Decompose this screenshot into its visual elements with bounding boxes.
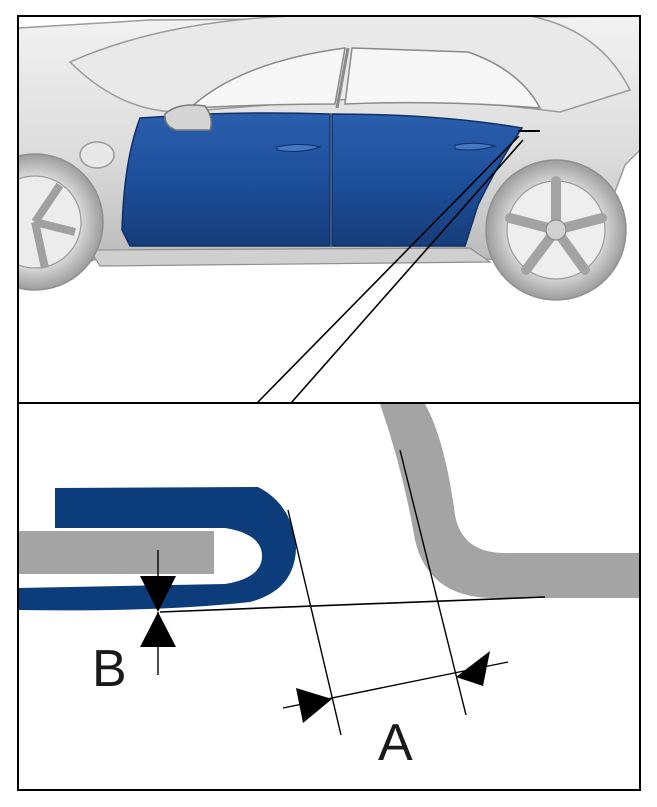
a-arrow-right (456, 651, 490, 686)
b-arrow-down (140, 576, 176, 612)
a-arrow-left (296, 688, 332, 723)
side-mirror (164, 104, 212, 131)
a-extension-right (399, 449, 467, 716)
front-door-handle (276, 144, 322, 152)
label-b: B (92, 640, 127, 698)
side-sill (88, 247, 492, 267)
bottom-frame (17, 402, 641, 791)
charge-flap (79, 141, 115, 169)
body-flange-section (380, 404, 640, 598)
callout-leader-left (256, 135, 520, 404)
section-detail: B A (18, 404, 640, 790)
callout-leader-right (290, 139, 524, 404)
front-wheel (18, 153, 104, 291)
label-a: A (378, 714, 413, 772)
car-side-view (18, 16, 640, 403)
rear-window (344, 47, 542, 109)
rear-door-handle (454, 142, 497, 151)
b-arrow-up (140, 612, 176, 647)
inner-panel-section (18, 531, 214, 574)
door-hem-section (18, 487, 296, 611)
dimension-b (140, 550, 176, 675)
front-door-panel (121, 112, 331, 247)
dimension-a (282, 449, 509, 736)
front-window (187, 47, 346, 109)
rear-wheel (485, 159, 627, 301)
reference-line (159, 596, 546, 613)
